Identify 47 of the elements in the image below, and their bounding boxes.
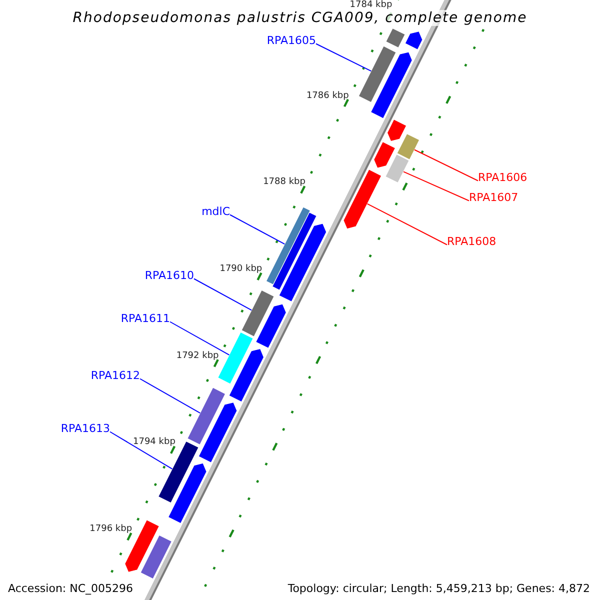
leader-line xyxy=(170,321,230,356)
leader-line xyxy=(140,378,201,414)
leader-line xyxy=(403,171,470,202)
gene-label: RPA1611 xyxy=(120,312,170,325)
leader-line xyxy=(316,43,372,72)
gene-feature xyxy=(370,52,413,119)
scale-label: 1784 kbp xyxy=(350,0,392,11)
gene-feature xyxy=(278,223,327,302)
gene-bar xyxy=(272,212,317,290)
gene-label: RPA1608 xyxy=(447,235,496,248)
gene-bar xyxy=(396,133,420,160)
gene-feature xyxy=(373,141,396,168)
gene-bar xyxy=(358,46,396,103)
gene-feature xyxy=(255,304,287,349)
gene-feature xyxy=(228,348,264,402)
gene-bar xyxy=(217,332,254,384)
leader-line xyxy=(366,203,448,246)
gene-bar xyxy=(241,290,274,337)
gene-feature xyxy=(168,462,207,524)
gene-label: RPA1607 xyxy=(469,191,518,204)
scale-label: 1794 kbp xyxy=(133,437,176,448)
gene-feature xyxy=(343,169,382,230)
gene-label: RPA1612 xyxy=(90,369,140,382)
gene-bar xyxy=(385,154,410,184)
gene-feature xyxy=(404,30,423,50)
leader-line xyxy=(230,214,286,245)
gene-label: RPA1610 xyxy=(144,269,194,282)
scale-label: 1788 kbp xyxy=(263,177,306,188)
scale-label: 1786 kbp xyxy=(306,90,349,102)
gene-feature xyxy=(198,402,238,463)
gene-label: RPA1605 xyxy=(266,34,316,47)
gene-bar xyxy=(140,534,172,580)
gene-bar xyxy=(187,387,226,446)
gene-label: RPA1613 xyxy=(60,422,110,435)
footer-note: Accession: NC_005296 xyxy=(6,581,136,597)
gene-label: mdlC xyxy=(202,205,230,218)
scale-label: 1792 kbp xyxy=(176,350,219,362)
leader-line xyxy=(414,149,478,182)
leader-line xyxy=(110,431,173,470)
gene-feature xyxy=(386,118,407,142)
gene-label: RPA1606 xyxy=(478,171,528,184)
leader-line xyxy=(194,278,252,311)
gene-bar xyxy=(266,206,311,286)
footer-note: Topology: circular; Length: 5,459,213 bp; Genes: 4,872 xyxy=(286,581,592,597)
gene-bar xyxy=(386,28,406,48)
scale-label: 1796 kbp xyxy=(90,524,132,536)
scale-label: 1790 kbp xyxy=(220,264,262,276)
